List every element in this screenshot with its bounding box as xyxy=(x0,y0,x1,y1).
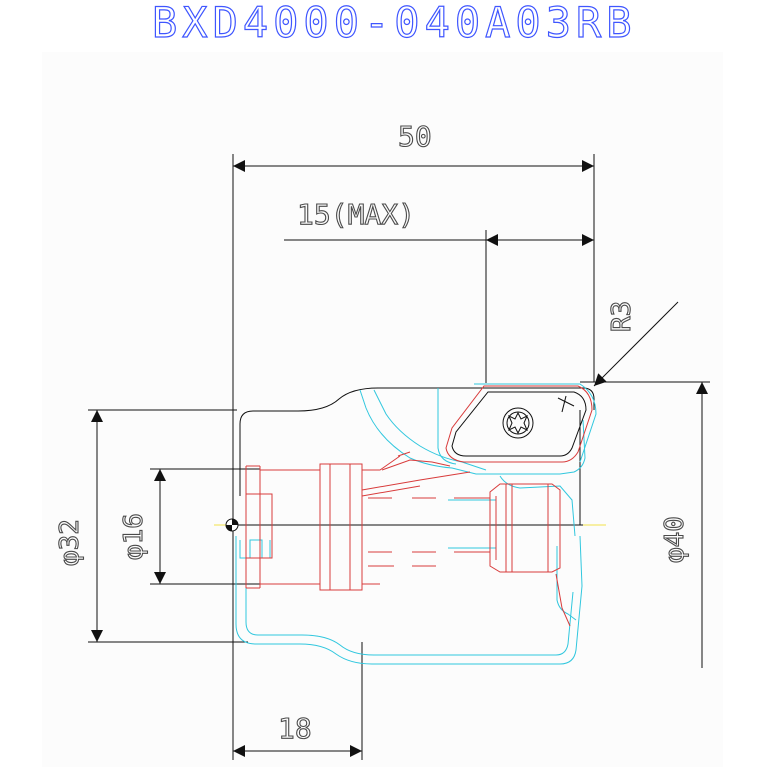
hidden-features xyxy=(245,451,571,627)
cutting-diameter-label: φ40 xyxy=(660,516,690,563)
shank-diameter-label: φ32 xyxy=(55,519,85,566)
shank-diameter-dimension: φ32 xyxy=(54,409,248,643)
cutting-diameter-dimension: φ40 xyxy=(580,381,710,668)
body-outline xyxy=(235,388,586,665)
bore-diameter-dimension: φ16 xyxy=(118,468,260,585)
corner-radius-dimension: R3 xyxy=(593,300,679,387)
overall-length-dimension: 50 xyxy=(232,119,595,525)
torx-screw-icon xyxy=(502,407,534,439)
bore-diameter-label: φ16 xyxy=(119,513,149,560)
datum-point-icon xyxy=(225,518,239,532)
shank-outline-upper xyxy=(239,387,595,496)
overall-length-label: 50 xyxy=(398,120,432,153)
cutting-insert xyxy=(445,383,597,463)
flange-length-dimension: 18 xyxy=(232,525,363,760)
flange-length-label: 18 xyxy=(278,712,312,745)
drawing-title: BXD4000-040A03RB xyxy=(152,0,637,47)
max-depth-dimension: 15(MAX) xyxy=(284,197,594,383)
max-depth-label: 15(MAX) xyxy=(297,198,415,231)
corner-radius-label: R3 xyxy=(607,301,637,332)
